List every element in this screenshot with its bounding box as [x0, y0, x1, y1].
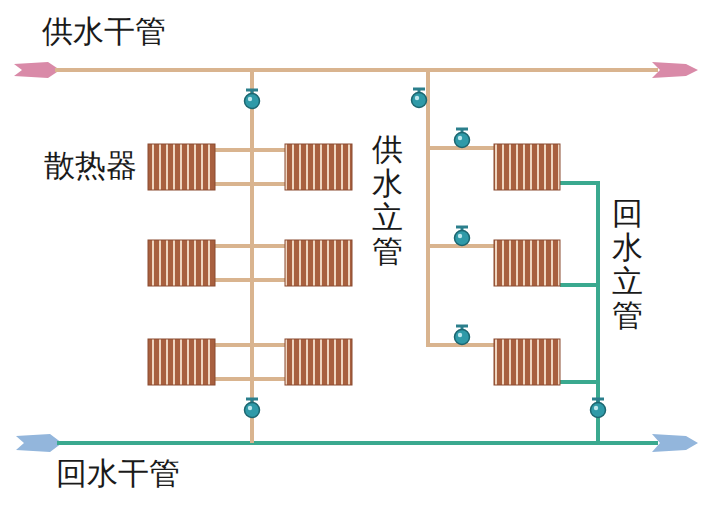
single-pipe-riser: [250, 70, 254, 443]
part-label: 供水立管: [372, 132, 403, 268]
part-label: 回水干管: [56, 456, 180, 492]
return-end: [652, 434, 698, 452]
part-label: 散热器: [44, 148, 137, 184]
radiator: [148, 144, 352, 385]
radiator: [494, 144, 560, 385]
part-label: 回水立管: [612, 196, 643, 332]
supply-inlet: [14, 62, 60, 78]
supply-branches: [428, 148, 496, 345]
supply-main-pipe: [55, 68, 658, 72]
return-end: [16, 434, 62, 452]
return-branches: [560, 183, 600, 382]
supply-riser-pipe: [426, 70, 430, 347]
return-main-pipe: [57, 441, 658, 445]
valve: [245, 89, 606, 418]
supply-outlet: [652, 62, 698, 78]
part-label: 供水干管: [42, 14, 166, 50]
